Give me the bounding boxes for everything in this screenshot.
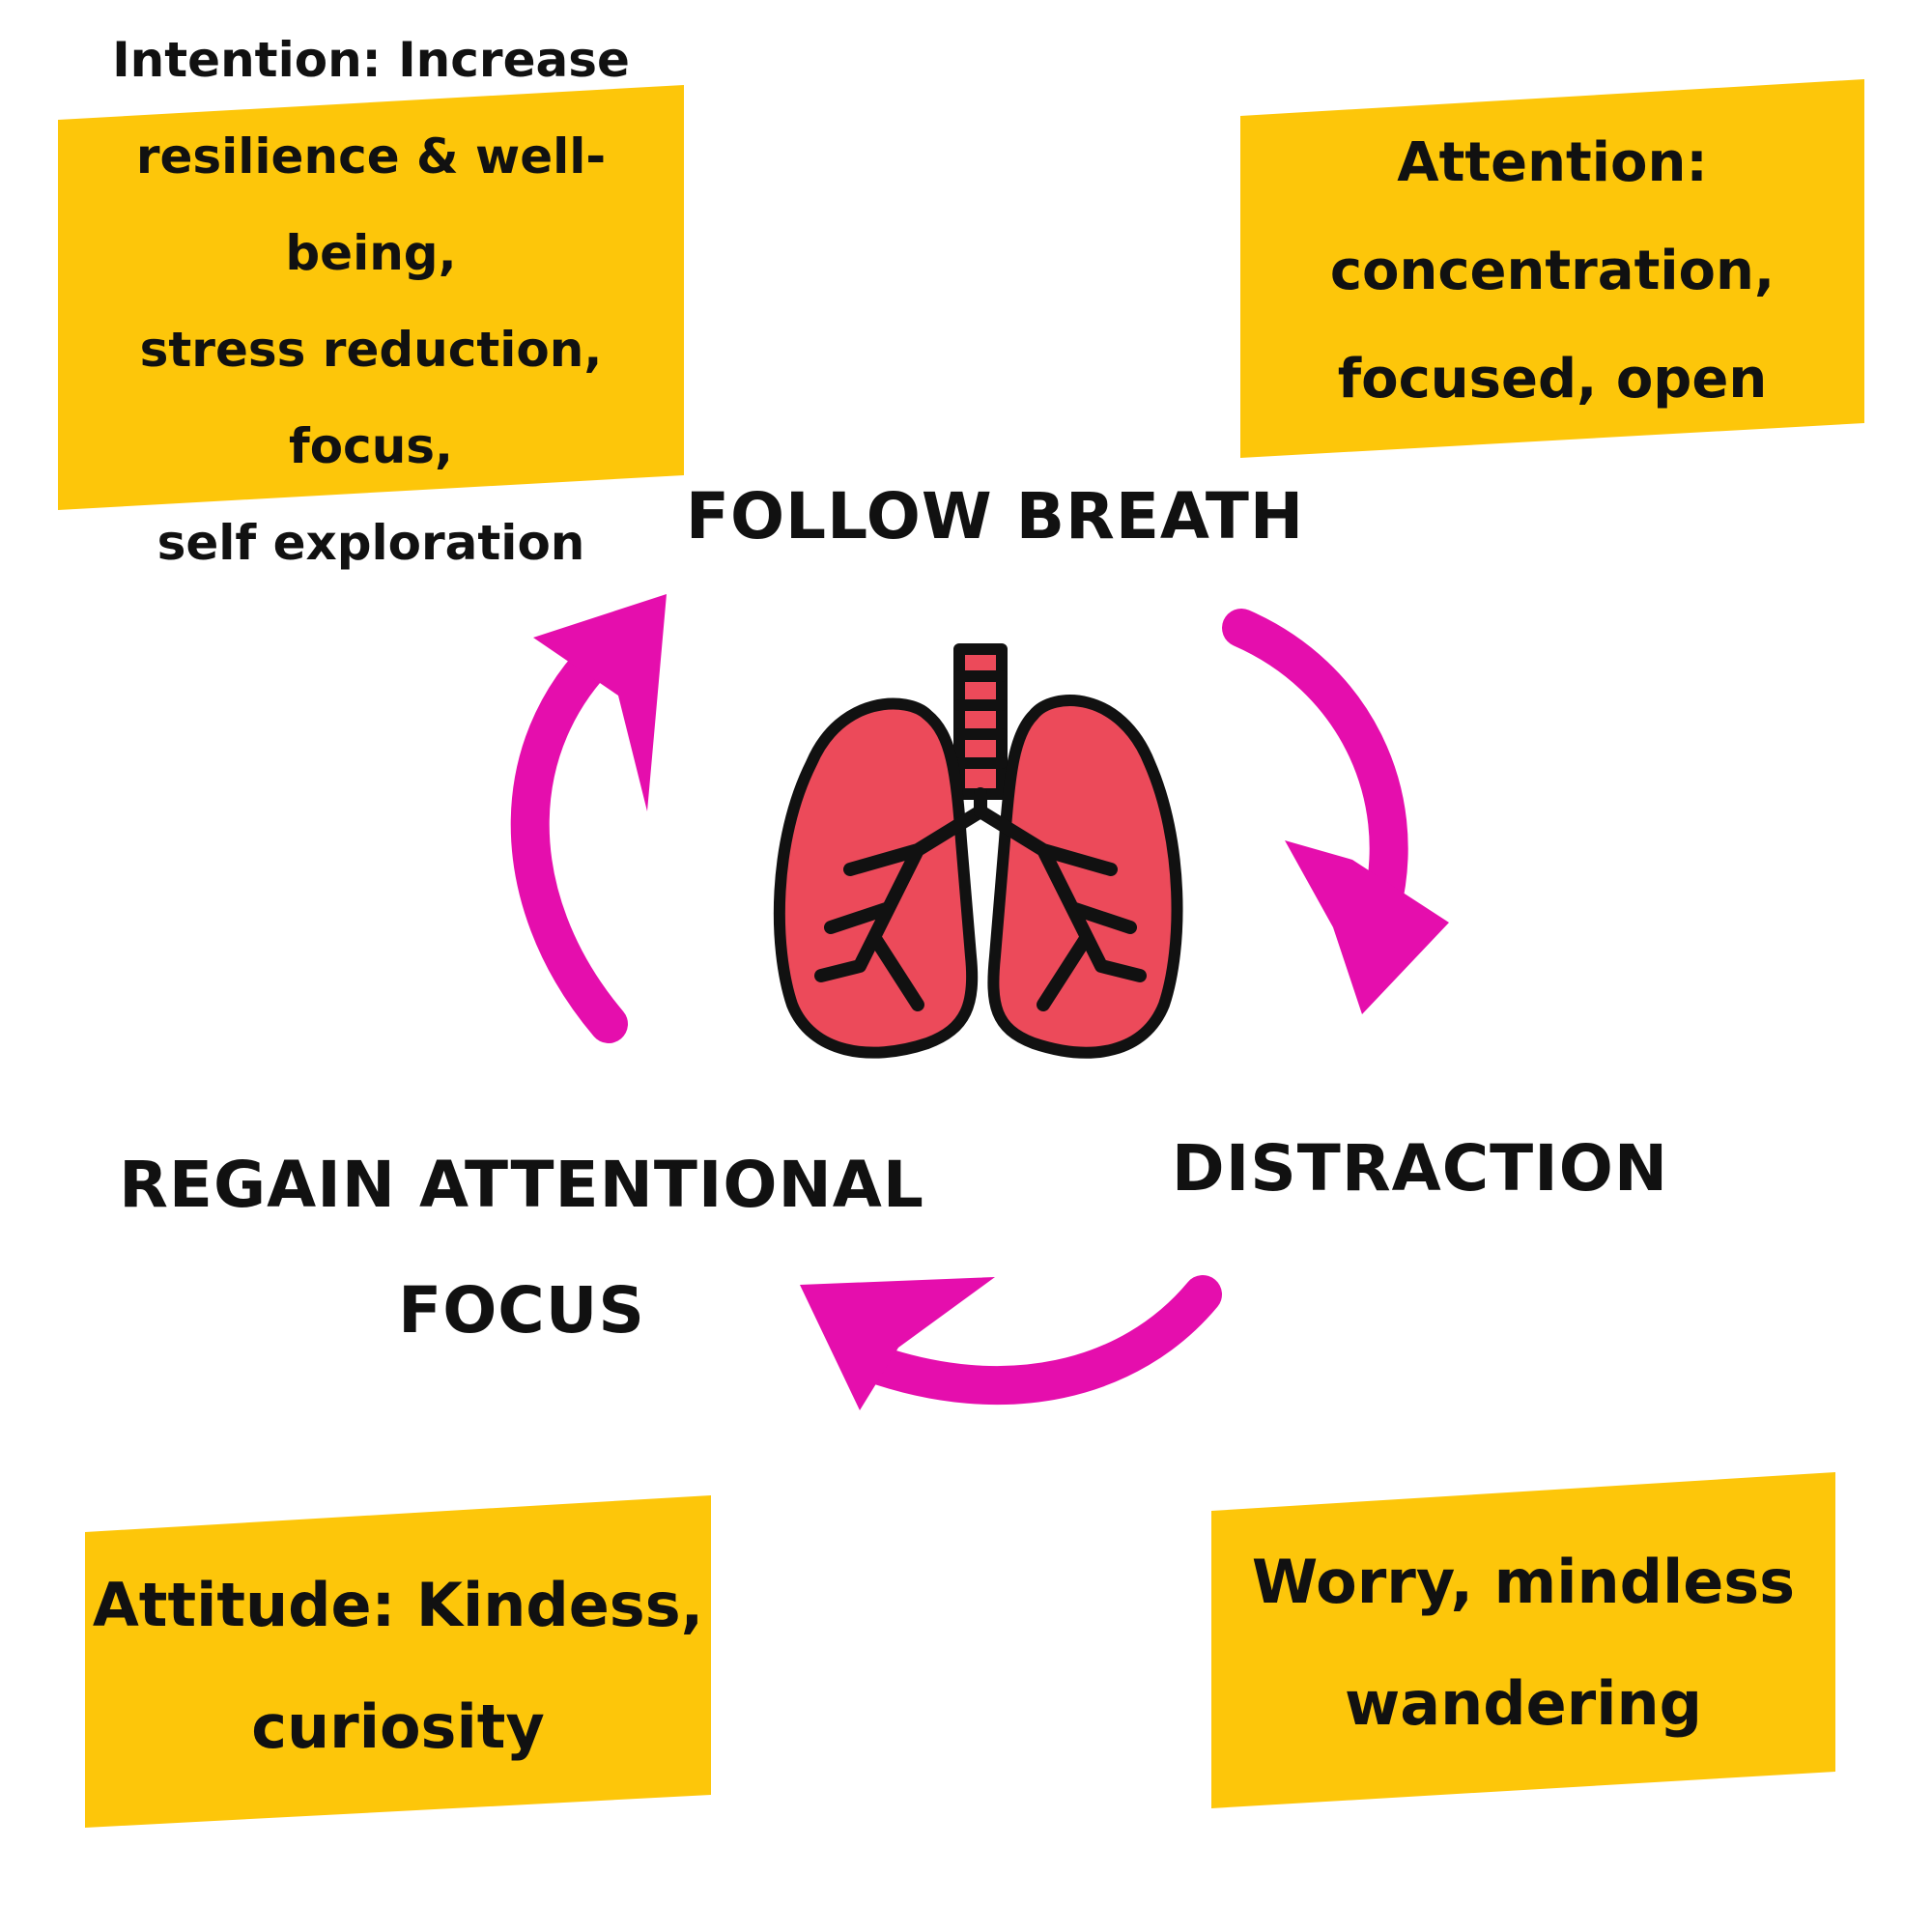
note-line: Attention: [1397,131,1708,194]
note-background [1211,1472,1835,1808]
note-background [58,85,684,510]
note-attitude: Attitude: Kindess, curiosity [85,1495,711,1828]
note-attention: Attention: concentration, focused, open [1240,79,1864,458]
note-attitude-text: Attitude: Kindess, curiosity [85,1495,711,1828]
note-worry: Worry, mindless wandering [1211,1472,1835,1808]
note-background [1240,79,1864,458]
lungs-icon [773,643,1183,1059]
note-line: Intention: Increase [112,32,630,88]
note-line: focused, open [1337,348,1768,411]
curved-arrow-icon [510,594,667,1043]
note-line: self exploration [156,515,585,571]
curved-arrow-icon [1222,609,1449,1014]
note-worry-text: Worry, mindless wandering [1211,1472,1835,1808]
note-line: concentration, [1329,240,1776,302]
label-follow-breath: FOLLOW BREATH [685,479,1305,554]
curved-arrow-icon [800,1275,1222,1410]
label-line: REGAIN ATTENTIONAL [119,1148,924,1222]
note-line: Attitude: Kindess, [92,1570,704,1640]
label-distraction: DISTRACTION [1171,1131,1669,1206]
note-line: Worry, mindless [1251,1547,1796,1617]
note-line: resilience & well-being, [135,128,607,281]
note-background [85,1495,711,1828]
note-line: stress reduction, focus, [139,322,603,474]
note-intention-text: Intention: Increase resilience & well-be… [58,32,684,571]
label-regain-focus: REGAIN ATTENTIONAL FOCUS [116,1122,927,1374]
note-line: wandering [1344,1668,1703,1739]
note-line: curiosity [251,1691,545,1762]
label-line: FOCUS [398,1273,645,1348]
note-intention: Intention: Increase resilience & well-be… [58,32,684,571]
note-attention-text: Attention: concentration, focused, open [1240,79,1864,458]
